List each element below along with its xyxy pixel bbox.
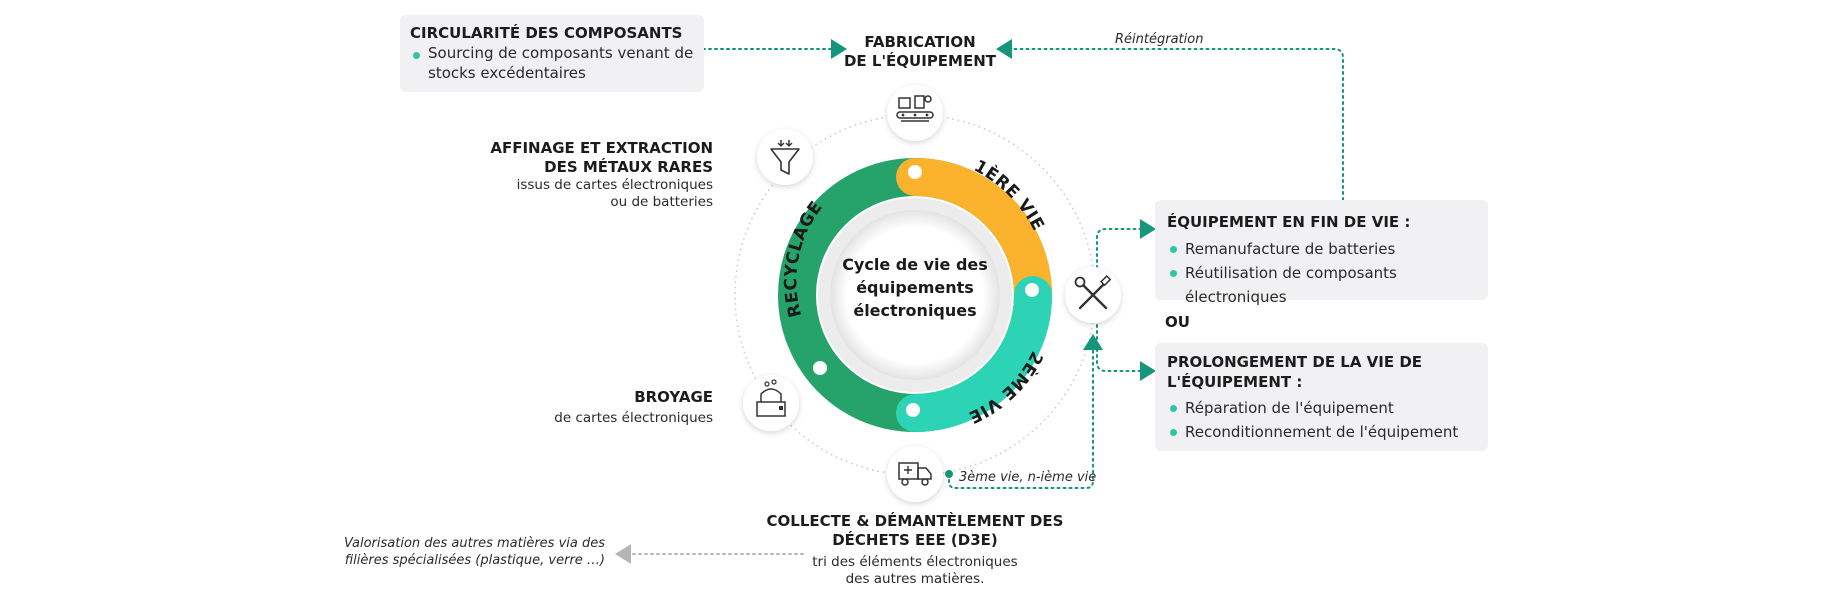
reintegration-label: Réintégration [1115, 32, 1204, 47]
reintegration-arrow [996, 39, 1344, 201]
fabrication-label: FABRICATION DE L'ÉQUIPEMENT [843, 33, 997, 70]
center-disc [830, 210, 1000, 380]
components-card-bullet: Sourcing de composants venant de stocks … [410, 43, 694, 83]
end-of-life-title: ÉQUIPEMENT EN FIN DE VIE : [1167, 213, 1411, 231]
extend-life-bullet: Réparation de l'équipement [1167, 396, 1476, 420]
extend-life-card: PROLONGEMENT DE LA VIE DE L'ÉQUIPEMENT :… [1155, 343, 1488, 451]
first-life-ring-segment [896, 158, 1052, 314]
end-of-life-card: ÉQUIPEMENT EN FIN DE VIE : Remanufacture… [1155, 200, 1488, 306]
third-life-label: 3ème vie, n-ième vie [959, 470, 1097, 485]
components-card-title: CIRCULARITÉ DES COMPOSANTS [410, 24, 683, 42]
funnel-icon [757, 129, 813, 185]
crusher-machine-icon [743, 375, 799, 431]
repair-to-end-of-life-arrow [1096, 219, 1156, 269]
delivery-truck-icon [887, 446, 943, 502]
third-life-connector [948, 334, 1103, 489]
center-title: Cycle de vie des équipements électroniqu… [842, 255, 988, 320]
components-circularity-card: CIRCULARITÉ DES COMPOSANTS Sourcing de c… [400, 15, 704, 92]
tools-icon [1065, 267, 1121, 323]
crushing-label: BROYAGE de cartes électroniques [554, 388, 713, 426]
second-life-ring-segment [896, 276, 1052, 432]
collection-label: COLLECTE & DÉMANTÈLEMENT DES DÉCHETS EEE… [766, 512, 1064, 587]
factory-conveyor-icon [887, 85, 943, 141]
end-of-life-bullet: Remanufacture de batteries [1167, 237, 1476, 261]
extend-life-bullet: Reconditionnement de l'équipement [1167, 420, 1476, 444]
refining-label: AFFINAGE ET EXTRACTION DES MÉTAUX RARES … [490, 139, 713, 210]
extend-life-title: PROLONGEMENT DE LA VIE DE L'ÉQUIPEMENT : [1167, 353, 1423, 391]
end-of-life-bullet: Réutilisation de composants électronique… [1167, 261, 1476, 309]
repair-to-extend-arrow [1096, 324, 1156, 381]
valorisation-label: Valorisation des autres matières via des… [343, 536, 605, 568]
or-label: OU [1165, 313, 1190, 331]
ring-dots [813, 165, 1039, 417]
